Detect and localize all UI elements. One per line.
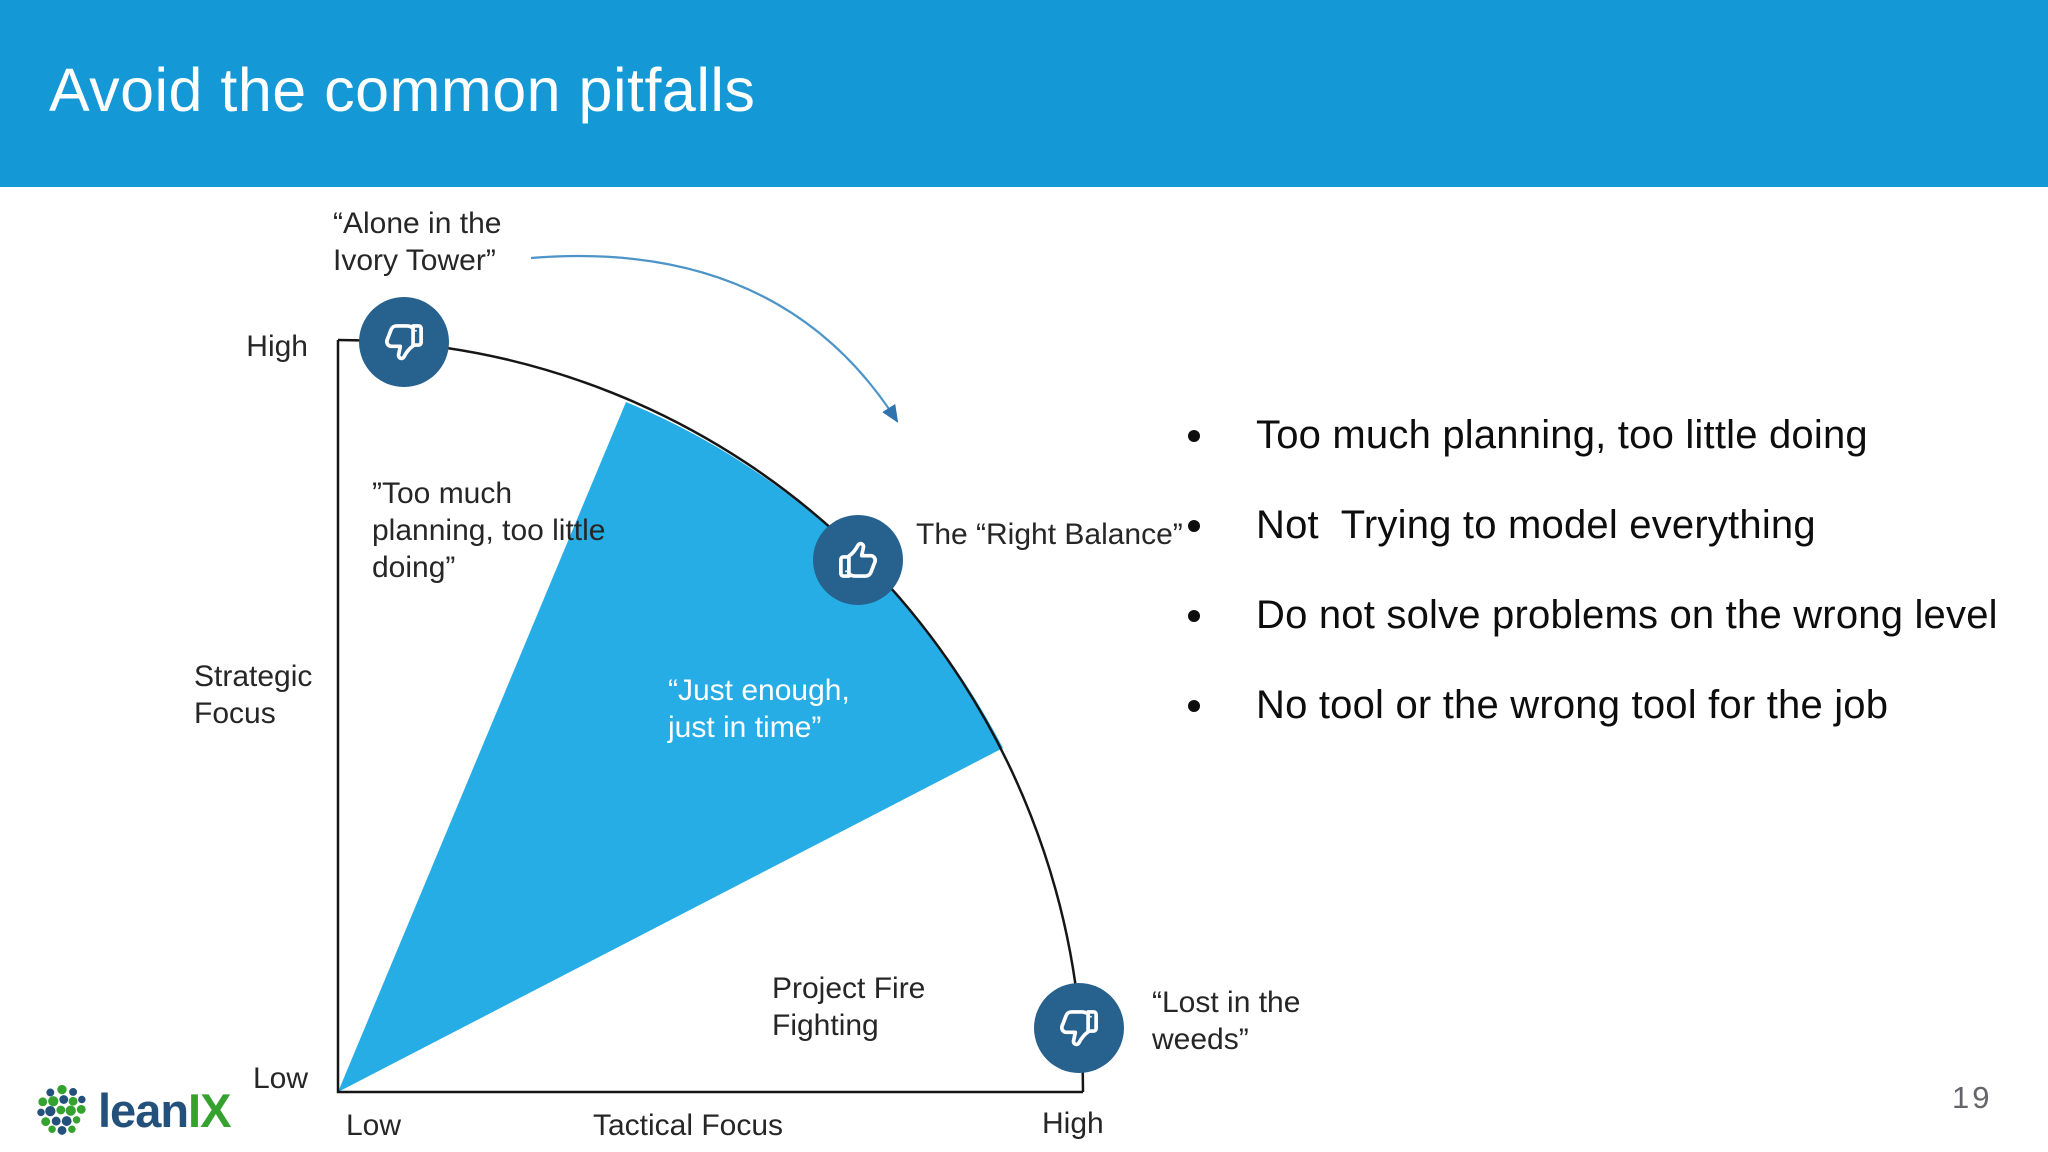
thumbs-down-icon xyxy=(1060,1010,1098,1047)
y-axis-title: Strategic Focus xyxy=(194,660,313,730)
list-item: No tool or the wrong tool for the job xyxy=(1188,674,2036,737)
header-bar: Avoid the common pitfalls xyxy=(0,0,2048,187)
curved-arrow xyxy=(530,254,899,423)
logo-text-lean: lean xyxy=(98,1083,189,1137)
page-title: Avoid the common pitfalls xyxy=(49,56,756,124)
y-axis-low-label: Low xyxy=(252,1062,308,1095)
logo-text-ix: IX xyxy=(188,1083,231,1137)
bullet-dot xyxy=(1188,610,1200,622)
y-axis-high-label: High xyxy=(246,330,308,363)
lost-in-weeds-badge xyxy=(1034,983,1124,1073)
too-much-planning-label: ”Too much planning, too little doing” xyxy=(372,477,606,584)
bullet-dot xyxy=(1188,700,1200,712)
x-axis-title: Tactical Focus xyxy=(592,1109,784,1142)
fire-fighting-label: Project Fire Fighting xyxy=(772,972,926,1042)
list-item: Do not solve problems on the wrong level xyxy=(1188,584,2036,647)
x-axis-high-label: High xyxy=(1042,1107,1104,1140)
thumbs-up-icon xyxy=(839,541,877,578)
thumbs-down-icon xyxy=(385,324,423,361)
bullet-dot xyxy=(1188,430,1200,442)
list-item: Not Trying to model everything xyxy=(1188,494,2036,557)
leanix-globe-icon xyxy=(37,1084,86,1135)
bullet-dot xyxy=(1188,520,1200,532)
pitfalls-bullet-list: Too much planning, too little doing Not … xyxy=(1188,404,2036,764)
lost-in-weeds-label: “Lost in the weeds” xyxy=(1152,986,1301,1056)
xy-axes xyxy=(336,340,1083,1094)
page-number: 19 xyxy=(1952,1080,1993,1115)
just-enough-label: “Just enough, just in time” xyxy=(668,674,850,744)
ivory-tower-label: “Alone in the Ivory Tower” xyxy=(333,207,502,277)
right-balance-badge xyxy=(813,515,903,605)
list-item: Too much planning, too little doing xyxy=(1188,404,2036,467)
x-axis-low-label: Low xyxy=(346,1109,402,1142)
ivory-tower-badge xyxy=(359,297,449,387)
right-balance-label: The “Right Balance” xyxy=(916,518,1183,551)
